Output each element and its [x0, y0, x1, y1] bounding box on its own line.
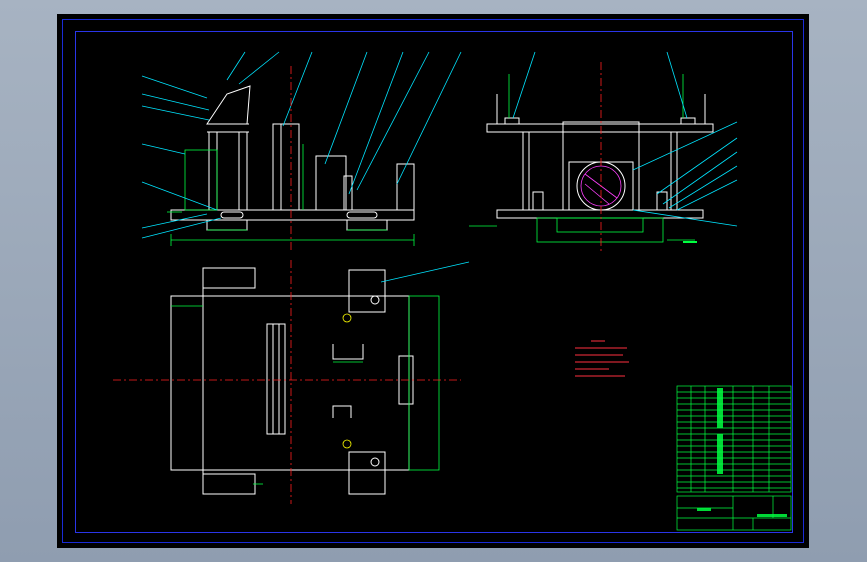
front-view-leaders — [141, 51, 462, 239]
side-view-dimensions — [469, 74, 695, 243]
motor-box — [315, 155, 347, 211]
title-frame — [75, 31, 793, 533]
pulley — [266, 323, 286, 435]
drawing-sheet — [57, 14, 809, 548]
front-view-dimensions — [167, 144, 415, 246]
top-plate-outline — [170, 295, 410, 471]
parts-list-fill — [697, 388, 787, 517]
right-block — [396, 163, 415, 211]
top-view-leader — [380, 261, 470, 283]
technical-notes — [575, 340, 629, 377]
title-block — [676, 495, 792, 531]
parts-list — [676, 385, 792, 493]
base-plate — [170, 209, 415, 221]
cad-drawing — [113, 51, 792, 531]
column — [208, 131, 248, 211]
bracket — [206, 85, 251, 125]
top-plate — [486, 123, 714, 133]
top-view — [170, 267, 414, 495]
top-view-dimensions — [171, 295, 440, 485]
side-base — [496, 209, 704, 219]
side-view — [486, 94, 714, 219]
side-view-leaders — [512, 51, 738, 227]
vertical-plate — [272, 123, 282, 211]
top-view-hatch — [342, 313, 352, 449]
bearing-block-bottom — [348, 451, 386, 495]
bearing-block-top — [348, 269, 386, 313]
front-view — [170, 85, 415, 231]
sheet-border — [62, 19, 804, 543]
top-view-centerlines — [113, 260, 461, 504]
